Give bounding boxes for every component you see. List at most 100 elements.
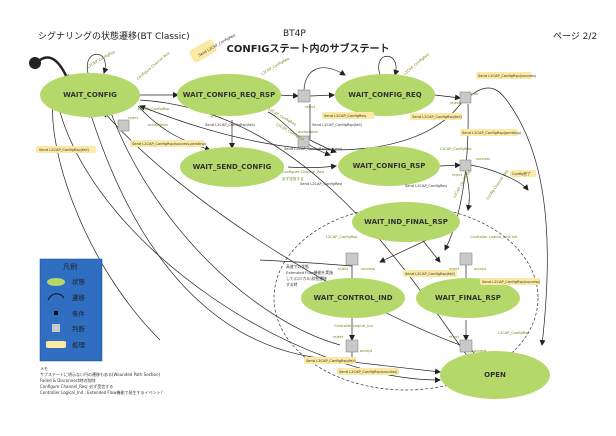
action-label: Send L2CAP_ConfigRsp(pending)	[462, 131, 522, 135]
initial-transition	[39, 56, 70, 81]
state-wait-final-rsp	[416, 278, 520, 318]
condition-label: L2CAP_ConfigRsp	[87, 49, 117, 69]
condition-label: L2CAP_ConfigReq	[440, 147, 472, 151]
loop-wait-config-req	[378, 55, 400, 76]
action-label: Send L2CAP_ConfigRsp(fail)	[312, 123, 362, 127]
outcome-label: acceptable	[148, 123, 169, 127]
decision-node	[345, 252, 359, 266]
action-box	[36, 146, 96, 153]
action-box	[510, 170, 536, 177]
action-box	[189, 39, 217, 63]
legend-state-swatch	[47, 278, 65, 286]
outcome-label: reject	[449, 267, 460, 271]
legend-item: 処理	[72, 340, 86, 349]
condition-label: L2CAP_ConfigReq	[268, 107, 297, 126]
action-label: Send L2CAP_ConfigReq	[324, 114, 366, 118]
condition-label: L2CAP_ConfigRsp	[138, 107, 170, 111]
header-center-title: BT4P	[283, 29, 306, 39]
decision-node	[297, 135, 310, 148]
action-box	[410, 113, 462, 120]
outcome-label: なし	[210, 113, 218, 118]
condition-label: L2CAP_ConfigReq	[261, 57, 290, 76]
outcome-label: ok	[474, 92, 479, 96]
decision-node	[459, 252, 473, 266]
state-label: WAIT_CONFIG	[63, 91, 117, 99]
loop-wait-config	[86, 53, 109, 74]
memo: メモ サブステートに明示ない円の遷移もある(Wounded Path Secti…	[40, 366, 165, 395]
state-wait-config	[40, 73, 140, 117]
legend-title: 凡例	[63, 262, 77, 271]
outcome-label: accept	[474, 267, 487, 271]
note-line: して(ロジカル)状態遷移	[286, 276, 327, 281]
page-number: ページ 2/2	[553, 32, 598, 42]
legend-decision-swatch	[52, 324, 60, 332]
state-label: WAIT_CONFIG_REQ_RSP	[183, 91, 275, 99]
state-wait-config-req-rsp	[177, 74, 281, 116]
page-subtitle: CONFIGステート内のサブステート	[226, 44, 390, 55]
initial-state-dot	[29, 57, 41, 69]
condition-label: L2CAP_ConfigReq	[403, 52, 430, 75]
state-label: WAIT_CONFIG_REQ	[348, 91, 421, 99]
action-label: Send L2CAP_ConfigReq	[405, 184, 447, 188]
state-nodes	[40, 73, 550, 399]
state-wait-send-config	[180, 147, 284, 187]
action-box	[322, 112, 374, 119]
outcome-label: success	[476, 157, 490, 161]
legend-item: 条件	[72, 309, 86, 318]
decision-node	[117, 119, 130, 132]
condition-label: L2CAP_ConfigRsp	[326, 235, 358, 239]
memo-title: メモ	[40, 366, 48, 371]
memo-line: サブステートに明示ない円の遷移もある(Wounded Path Section)	[40, 371, 161, 377]
outcome-label: accept	[360, 349, 373, 353]
condition-label: Configure Channel_Req	[282, 170, 324, 174]
state-label: WAIT_CONTROL_IND	[314, 294, 393, 302]
action-label: Send L2CAP_ConfigRsp(fail)	[306, 359, 356, 363]
outcome-label: acceptable	[298, 130, 319, 134]
action-label: Send L2CAP_ConfigRsp(fail)	[205, 123, 255, 127]
outcome-label: reject	[449, 335, 460, 339]
action-box	[460, 129, 518, 136]
legend-condition-swatch	[54, 311, 58, 315]
outcome-label: reject	[128, 116, 139, 120]
note-block: 高速での状態 Extended Flow機能を実施 して(ロジカル)状態遷移 す…	[286, 264, 333, 287]
state-wait-config-rsp	[338, 146, 440, 186]
action-label: Send L2CAP_ConfigRsp(success)	[482, 280, 541, 284]
action-label: Send L2CAP_ConfigRsp(fail)	[412, 115, 462, 119]
state-open	[440, 351, 550, 399]
state-wait-config-req	[335, 74, 435, 116]
outcome-label: accept	[474, 349, 487, 353]
state-wait-ind-final-rsp	[352, 202, 460, 242]
memo-line: Failed & Disconnect時の削除	[40, 377, 96, 383]
decision-nodes	[117, 89, 473, 353]
condition-label: Configure Channel Req	[136, 51, 170, 81]
action-box	[403, 270, 457, 277]
legend: 凡例 状態 遷移 条件 判断 処理	[39, 258, 103, 362]
action-box	[130, 140, 204, 147]
action-box	[476, 72, 532, 79]
condition-label: Controller Logical_Ind	[334, 324, 373, 328]
state-label: WAIT_SEND_CONFIG	[193, 163, 272, 171]
outcome-label: 必ず送信する	[282, 176, 304, 181]
outcome-label: reject	[338, 267, 349, 271]
transitions	[52, 67, 548, 383]
action-label: Send L2CAP_ConfigRsp(success)	[284, 147, 343, 151]
condition-label: L2CAP_ConfigRsp	[498, 331, 530, 335]
action-label: Send L2CAP_ConfigRsp(success)	[478, 74, 537, 78]
action-label: Send L2CAP_ConfigRsp(fail)	[39, 148, 89, 152]
action-label: Send L2CAP_ConfigRsp(success,pending)	[132, 142, 207, 146]
note-line: 高速での状態	[286, 264, 309, 269]
action-label: Send L2CAP_ConfigReq	[300, 182, 342, 186]
outcome-label: reject	[333, 335, 344, 339]
legend-action-swatch	[46, 341, 66, 348]
condition-label: Controller Logical_Link Ind	[470, 235, 517, 239]
action-box	[337, 368, 399, 375]
decision-node	[459, 91, 472, 104]
state-label: WAIT_IND_FINAL_RSP	[364, 218, 448, 226]
action-label: Send L2CAP_ConfigRsp(fail)	[405, 272, 455, 276]
decision-node	[459, 159, 472, 172]
state-label: OPEN	[484, 371, 506, 379]
action-box	[480, 278, 540, 285]
note-line: Extended Flow機能を実施	[286, 270, 333, 275]
